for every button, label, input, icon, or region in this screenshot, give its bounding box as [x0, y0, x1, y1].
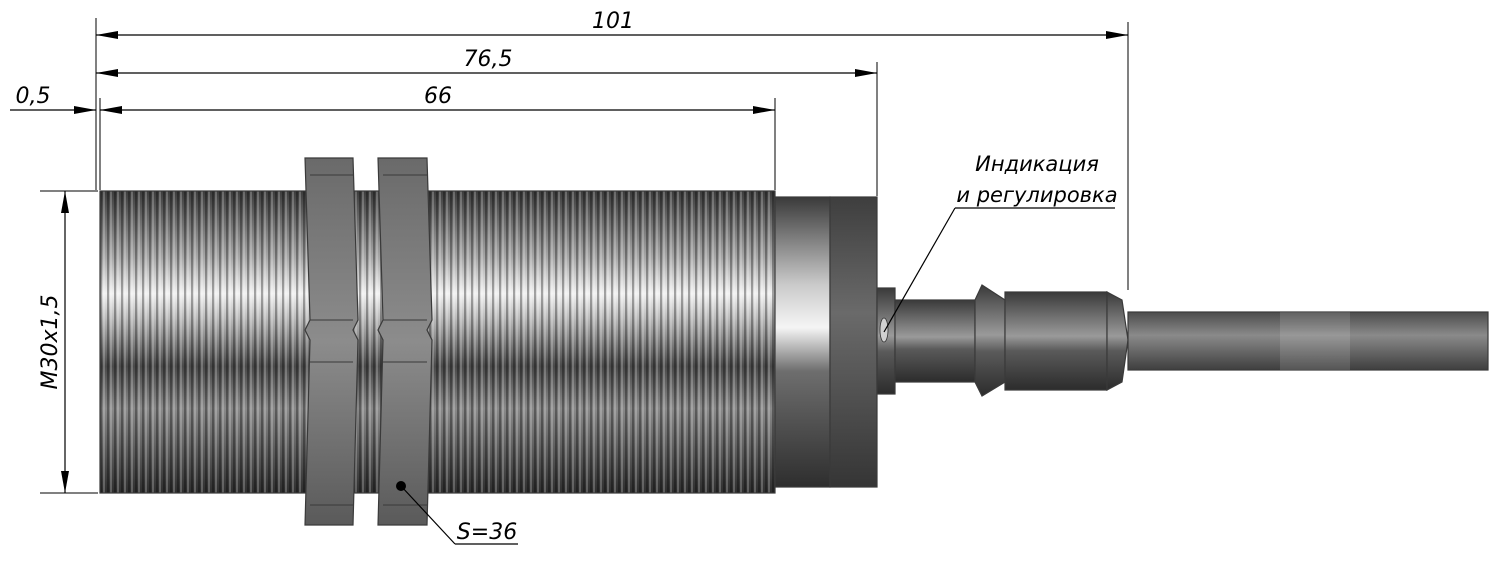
- callout-nut-size-label: S=36: [457, 520, 517, 545]
- dimension-76-5-label: 76,5: [464, 47, 513, 72]
- callout-indication-line2: и регулировка: [956, 183, 1117, 207]
- callout-indication-line1: Индикация: [975, 152, 1099, 176]
- threaded-body: [99, 190, 776, 494]
- callout-nut-size: S=36: [400, 485, 518, 545]
- nut-right: [377, 157, 433, 526]
- cable: [1127, 311, 1489, 371]
- dimension-thread: M30x1,5: [38, 191, 69, 493]
- dimension-76-5: 76,5: [96, 47, 877, 77]
- dimension-0-5-label: 0,5: [16, 84, 51, 109]
- end-cap: [774, 196, 878, 488]
- cable-gland: [876, 284, 1129, 397]
- dimension-66-label: 66: [424, 84, 452, 109]
- dimension-101-label: 101: [592, 9, 634, 34]
- callout-indication: Индикация и регулировка: [883, 152, 1118, 333]
- dimension-0-5: 0,5: [10, 84, 96, 114]
- nut-left: [304, 157, 359, 526]
- extension-lines: [40, 18, 1129, 494]
- dimension-66: 66: [100, 84, 775, 114]
- dimension-101: 101: [96, 9, 1128, 39]
- dimension-thread-label: M30x1,5: [38, 295, 63, 390]
